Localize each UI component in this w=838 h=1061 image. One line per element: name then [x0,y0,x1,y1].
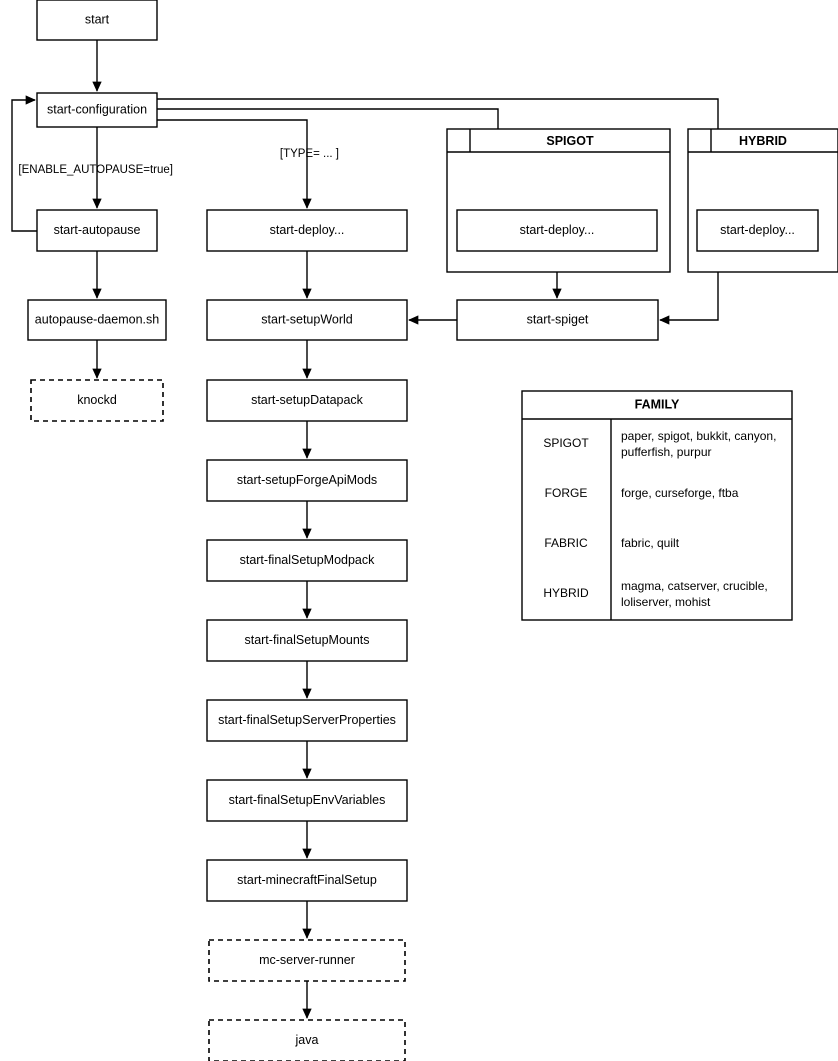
node-knockd[interactable]: knockd [30,379,164,422]
node-start-autopause[interactable]: start-autopause [36,209,158,252]
node-java-label: java [295,1033,319,1047]
container-hybrid-title: HYBRID [739,134,787,148]
node-start-configuration[interactable]: start-configuration [36,92,158,128]
node-start-spiget[interactable]: start-spiget [456,299,659,341]
node-start-setupforgeapimods[interactable]: start-setupForgeApiMods [206,459,408,502]
node-mc-server-runner-label: mc-server-runner [259,953,355,967]
node-start-setupdatapack[interactable]: start-setupDatapack [206,379,408,422]
node-start-deploy-spigot[interactable]: start-deploy... [456,209,658,252]
node-start-spiget-label: start-spiget [527,312,589,326]
legend-row-value-line1: fabric, quilt [621,536,680,550]
node-start-deploy-main[interactable]: start-deploy... [206,209,408,252]
legend-row-key: FABRIC [544,536,588,550]
edge-configuration-to-deploy-main [157,119,312,209]
legend-family-table: FAMILY SPIGOT paper, spigot, bukkit, can… [521,390,793,621]
legend-row-key: FORGE [545,486,588,500]
node-autopause-daemon-label: autopause-daemon.sh [35,312,159,326]
node-start-deploy-hybrid[interactable]: start-deploy... [696,209,819,252]
node-start-finalsetupmounts-label: start-finalSetupMounts [244,633,369,647]
node-start-finalsetupenvvariables-label: start-finalSetupEnvVariables [229,793,386,807]
legend-row-value-line2: loliserver, mohist [621,595,711,609]
node-autopause-daemon[interactable]: autopause-daemon.sh [27,299,167,341]
node-start-label: start [85,12,110,26]
legend-row-value-line1: paper, spigot, bukkit, canyon, [621,429,776,443]
node-start-finalsetupserverproperties[interactable]: start-finalSetupServerProperties [206,699,408,742]
node-start-setupdatapack-label: start-setupDatapack [251,393,364,407]
node-start-deploy-spigot-label: start-deploy... [520,223,595,237]
node-start-setupforgeapimods-label: start-setupForgeApiMods [237,473,377,487]
edge-hybrid-deploy-to-spiget [659,251,719,325]
node-start-configuration-label: start-configuration [47,102,147,116]
legend-row-key: SPIGOT [543,436,589,450]
node-start[interactable]: start [36,0,158,41]
node-start-autopause-label: start-autopause [54,223,141,237]
node-mc-server-runner[interactable]: mc-server-runner [208,939,406,982]
edge-label-enable-autopause: [ENABLE_AUTOPAUSE=true] [18,164,173,176]
legend-row-value-line1: forge, curseforge, ftba [621,486,739,500]
node-java[interactable]: java [208,1019,406,1061]
node-start-minecraftfinalsetup[interactable]: start-minecraftFinalSetup [206,859,408,902]
node-start-finalsetupmodpack-label: start-finalSetupModpack [240,553,376,567]
edge-label-type: [TYPE= ... ] [280,148,339,160]
node-start-setupworld-label: start-setupWorld [261,312,353,326]
legend-row-value-line2: pufferfish, purpur [621,445,712,459]
node-knockd-label: knockd [77,393,117,407]
node-start-deploy-main-label: start-deploy... [270,223,345,237]
node-start-deploy-hybrid-label: start-deploy... [720,223,795,237]
legend-title: FAMILY [635,397,680,411]
legend-row-value-line1: magma, catserver, crucible, [621,579,768,593]
edge-autopause-loopback-to-configuration [11,95,37,232]
node-start-setupworld[interactable]: start-setupWorld [206,299,408,341]
node-start-finalsetupmodpack[interactable]: start-finalSetupModpack [206,539,408,582]
node-start-finalsetupenvvariables[interactable]: start-finalSetupEnvVariables [206,779,408,822]
node-start-finalsetupmounts[interactable]: start-finalSetupMounts [206,619,408,662]
container-spigot-title: SPIGOT [546,134,594,148]
node-start-finalsetupserverproperties-label: start-finalSetupServerProperties [218,713,396,727]
node-start-minecraftfinalsetup-label: start-minecraftFinalSetup [237,873,377,887]
legend-row-key: HYBRID [543,586,589,600]
